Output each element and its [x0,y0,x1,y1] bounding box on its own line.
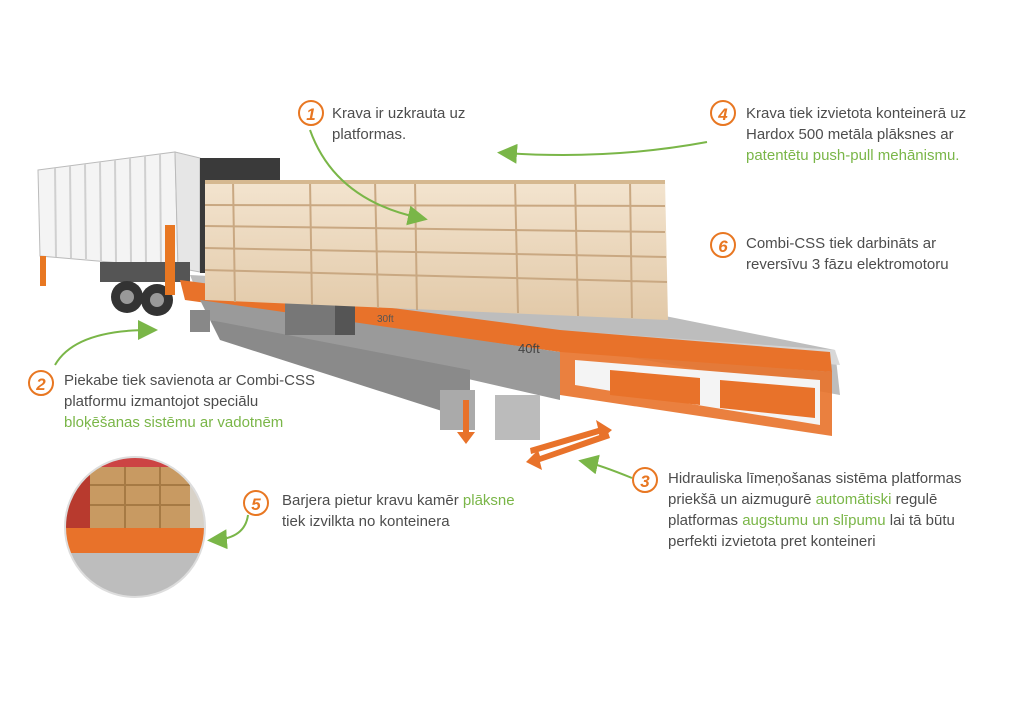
callout-highlight: automātiski [815,491,892,508]
callout-3-text: Hidrauliska līmeņošanas sistēma platform… [668,468,998,552]
callout-highlight: plāksne [462,492,515,509]
callout-segment: lai tā būtu perfekti izvietota pret kont… [668,512,955,550]
callout-3-number: 3 [632,467,658,493]
callout-5-number: 5 [243,490,269,516]
callout-segment: Barjera pietur kravu kamēr [282,492,463,509]
inset-photo [64,456,206,598]
label-40ft: 40ft [518,341,540,356]
callout-segment: Krava ir uzkrauta uz platformas. [332,105,466,143]
callout-segment: Krava tiek izvietota konteinerā uz Hardo… [746,105,967,143]
callout-2-text: Piekabe tiek savienota ar Combi-CSS plat… [64,370,334,433]
callout-5-text: Barjera pietur kravu kamēr plāksne tiek … [282,490,527,532]
callout-highlight: patentētu push-pull mehānismu. [746,147,960,164]
callout-arrows [54,129,708,550]
callout-4-text: Krava tiek izvietota konteinerā uz Hardo… [746,103,1001,166]
label-30ft: 30ft [377,314,394,325]
callout-segment: Piekabe tiek savienota ar Combi-CSS plat… [64,372,315,410]
callout-4-number: 4 [710,100,736,126]
callout-segment: Combi-CSS tiek darbināts ar reversīvu 3 … [746,235,949,273]
callout-segment: regulē platformas [668,491,938,529]
callout-2-number: 2 [28,370,54,396]
callout-segment: tiek izvilkta no konteinera [282,513,450,530]
callout-segment: Hidrauliska līmeņošanas sistēma platform… [668,470,962,508]
platform [180,275,840,440]
callout-1-text: Krava ir uzkrauta uz platformas. [332,103,532,145]
callout-highlight: augstumu un slīpumu [742,512,886,529]
callout-6-text: Combi-CSS tiek darbināts ar reversīvu 3 … [746,233,981,275]
callout-6-number: 6 [710,232,736,258]
callout-highlight: bloķēšanas sistēmu ar vadotnēm [64,414,284,431]
movement-arrows [457,400,612,470]
callout-1-number: 1 [298,100,324,126]
cargo-lumber [204,179,668,320]
